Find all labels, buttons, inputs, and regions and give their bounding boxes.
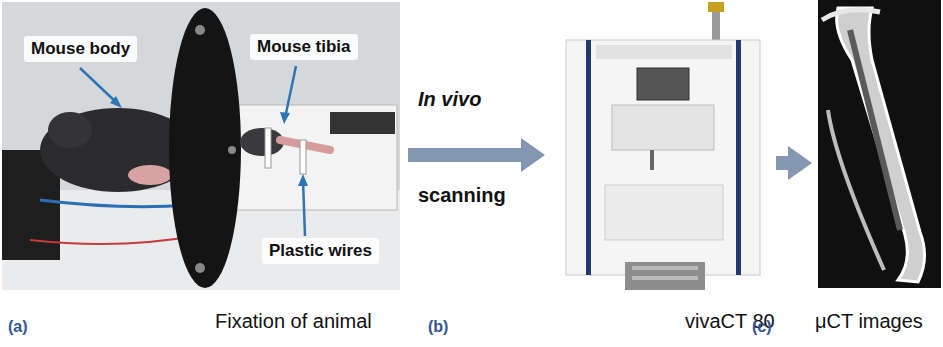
callout-label: Mouse body: [24, 36, 137, 62]
panel-caption: μCT images: [815, 310, 923, 333]
panel-letter: (b): [428, 318, 448, 336]
ct-image: [818, 0, 941, 288]
callout-label: Plastic wires: [262, 238, 379, 264]
panel-node: μCT images: [815, 0, 941, 342]
panel-letter: (c): [752, 318, 772, 336]
fixation-photo: [2, 2, 400, 290]
flow-arrow: [776, 146, 812, 180]
panel-node: vivaCT 80: [548, 0, 773, 342]
panel-letter: (a): [8, 318, 28, 336]
scanner-picture: [566, 2, 760, 290]
callout-label: Mouse tibia: [250, 34, 358, 60]
step-label: scanning: [418, 184, 506, 207]
panel-caption: Fixation of animal: [215, 310, 372, 333]
flow-arrow: [408, 138, 545, 172]
step-label: In vivo: [418, 88, 481, 111]
